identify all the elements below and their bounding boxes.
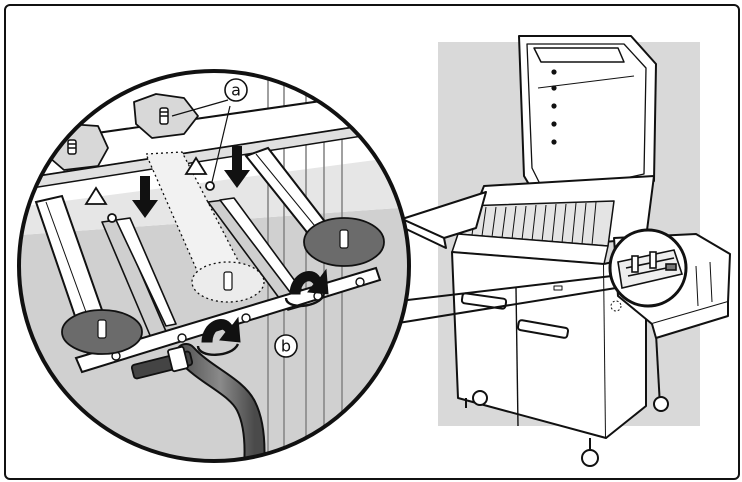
left-side-table <box>401 191 487 249</box>
screw-icon <box>67 107 169 155</box>
rotate-arrow-icon <box>196 293 326 356</box>
mounting-brackets <box>84 156 215 223</box>
callout-connector <box>373 275 617 325</box>
magnifier-rim <box>17 69 411 463</box>
callout-b: b <box>274 334 298 358</box>
grill-cabinet <box>451 251 669 467</box>
magnified-detail <box>17 69 411 463</box>
callout-a-leader <box>171 99 229 117</box>
assembly-diagram: a b <box>17 35 731 467</box>
grill-illustration <box>401 35 731 467</box>
callout-a-leader <box>211 105 231 183</box>
valve-fitting <box>130 345 194 380</box>
diagram-frame: a b <box>4 4 740 480</box>
callout-b-label: b <box>281 337 291 356</box>
grey-marker-left <box>61 309 143 355</box>
detail-callout-circle <box>608 228 688 308</box>
rotate-arrow-icon <box>201 268 329 343</box>
callout-a: a <box>224 78 248 102</box>
callout-a-label: a <box>231 81 241 100</box>
front-crossbar <box>74 266 382 374</box>
grey-marker-right <box>303 217 385 267</box>
down-arrow-icon <box>132 146 250 218</box>
cooking-grates <box>471 201 597 246</box>
